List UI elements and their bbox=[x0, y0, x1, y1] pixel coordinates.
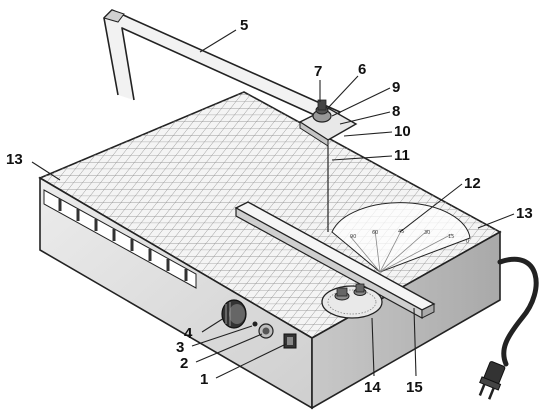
protractor-mark: 60 bbox=[372, 230, 378, 236]
callout-13-left: 13 bbox=[6, 151, 23, 168]
power-plug bbox=[478, 361, 506, 400]
front-panel bbox=[39, 176, 501, 410]
callout-15: 15 bbox=[406, 379, 423, 396]
protractor-scale: 90 60 45 30 15 0 bbox=[331, 202, 471, 273]
wire-button[interactable] bbox=[258, 323, 274, 339]
leader-lines bbox=[31, 29, 515, 379]
callout-14: 14 bbox=[364, 379, 381, 396]
callout-labels: 5 7 6 9 8 10 11 12 13 13 4 3 2 1 14 15 bbox=[6, 17, 533, 396]
front-ruler-marks bbox=[58, 199, 188, 281]
callout-3: 3 bbox=[176, 339, 184, 356]
protractor-mark: 0 bbox=[466, 239, 469, 245]
power-cord bbox=[478, 256, 539, 400]
callout-2: 2 bbox=[180, 355, 188, 372]
protractor-mark: 90 bbox=[350, 234, 356, 240]
power-indicator bbox=[252, 321, 258, 327]
callout-10: 10 bbox=[394, 123, 411, 140]
power-switch[interactable] bbox=[283, 333, 297, 349]
callout-8: 8 bbox=[392, 103, 400, 120]
protractor-mark: 45 bbox=[398, 229, 404, 235]
callout-7: 7 bbox=[314, 63, 322, 80]
callout-4: 4 bbox=[184, 325, 193, 342]
callout-5: 5 bbox=[240, 17, 248, 34]
callout-11: 11 bbox=[394, 147, 410, 164]
parallel-fence[interactable] bbox=[234, 201, 436, 320]
protractor-mark: 30 bbox=[424, 230, 430, 236]
controls bbox=[221, 299, 297, 349]
callout-9: 9 bbox=[392, 79, 400, 96]
protractor-mark: 15 bbox=[448, 234, 454, 240]
callout-6: 6 bbox=[358, 61, 366, 78]
callout-12: 12 bbox=[464, 175, 481, 192]
callout-1: 1 bbox=[200, 371, 208, 388]
callout-13-right: 13 bbox=[516, 205, 533, 222]
temperature-knob[interactable] bbox=[221, 299, 247, 329]
mitre-gauge[interactable] bbox=[321, 283, 383, 319]
wire-head bbox=[298, 99, 358, 147]
